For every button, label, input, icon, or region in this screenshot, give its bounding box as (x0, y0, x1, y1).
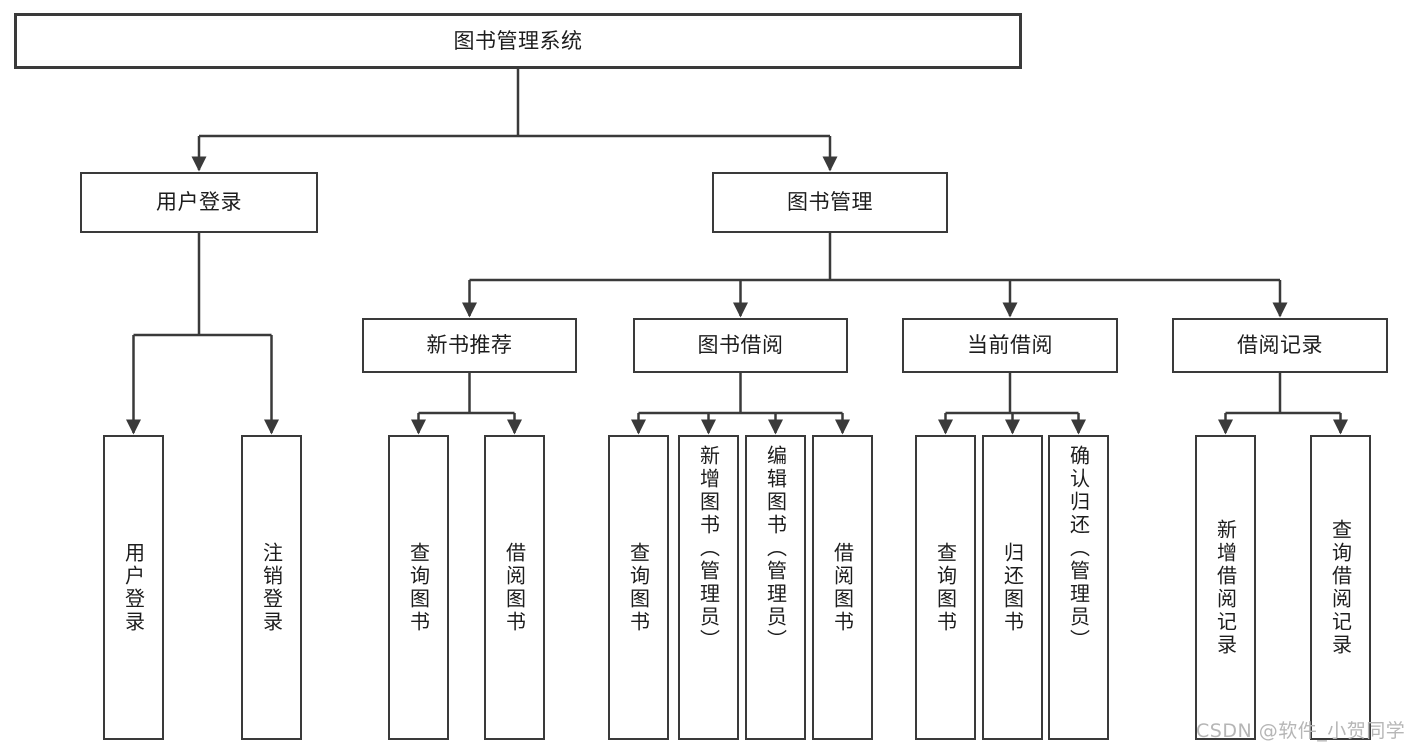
node-user_login[interactable]: 用户登录 (80, 172, 318, 233)
node-leaf_query_record-label: 查询借阅记录 (1328, 518, 1353, 657)
node-borrow_record[interactable]: 借阅记录 (1172, 318, 1388, 373)
node-leaf_add_book-label: 新增图书（管理员） (696, 445, 721, 652)
node-leaf_return_book-label: 归还图书 (1000, 541, 1025, 634)
node-leaf_query_book_2[interactable]: 查询图书 (608, 435, 669, 740)
node-book_manage[interactable]: 图书管理 (712, 172, 948, 233)
node-user_login-label: 用户登录 (156, 190, 242, 215)
node-leaf_confirm_return-label: 确认归还（管理员） (1066, 445, 1091, 652)
node-leaf_confirm_return[interactable]: 确认归还（管理员） (1048, 435, 1109, 740)
node-leaf_borrow_book_1[interactable]: 借阅图书 (484, 435, 545, 740)
node-leaf_borrow_book_2[interactable]: 借阅图书 (812, 435, 873, 740)
node-leaf_query_book_1[interactable]: 查询图书 (388, 435, 449, 740)
node-leaf_borrow_book_1-label: 借阅图书 (502, 541, 527, 634)
node-new_book_rec-label: 新书推荐 (426, 333, 513, 358)
node-current_borrow-label: 当前借阅 (967, 333, 1053, 358)
node-book_borrow[interactable]: 图书借阅 (633, 318, 848, 373)
node-root-label: 图书管理系统 (453, 28, 583, 53)
node-leaf_user_login-label: 用户登录 (121, 541, 146, 634)
node-leaf_query_book_3-label: 查询图书 (933, 541, 958, 634)
node-book_manage-label: 图书管理 (787, 190, 873, 215)
node-root[interactable]: 图书管理系统 (14, 13, 1022, 69)
node-leaf_edit_book[interactable]: 编辑图书（管理员） (745, 435, 806, 740)
node-leaf_return_book[interactable]: 归还图书 (982, 435, 1043, 740)
node-leaf_logout[interactable]: 注销登录 (241, 435, 302, 740)
node-leaf_query_book_3[interactable]: 查询图书 (915, 435, 976, 740)
watermark: CSDN @软件_小贺同学 (1196, 720, 1405, 742)
node-leaf_edit_book-label: 编辑图书（管理员） (763, 445, 788, 652)
node-leaf_user_login[interactable]: 用户登录 (103, 435, 164, 740)
node-leaf_add_book[interactable]: 新增图书（管理员） (678, 435, 739, 740)
node-leaf_borrow_book_2-label: 借阅图书 (830, 541, 855, 634)
node-current_borrow[interactable]: 当前借阅 (902, 318, 1118, 373)
node-leaf_query_record[interactable]: 查询借阅记录 (1310, 435, 1371, 740)
node-leaf_query_book_1-label: 查询图书 (406, 541, 431, 634)
node-book_borrow-label: 图书借阅 (697, 333, 784, 358)
node-leaf_add_record[interactable]: 新增借阅记录 (1195, 435, 1256, 740)
node-new_book_rec[interactable]: 新书推荐 (362, 318, 577, 373)
node-leaf_query_book_2-label: 查询图书 (626, 541, 651, 634)
node-leaf_add_record-label: 新增借阅记录 (1213, 518, 1238, 657)
node-leaf_logout-label: 注销登录 (259, 541, 284, 634)
node-borrow_record-label: 借阅记录 (1237, 333, 1323, 358)
